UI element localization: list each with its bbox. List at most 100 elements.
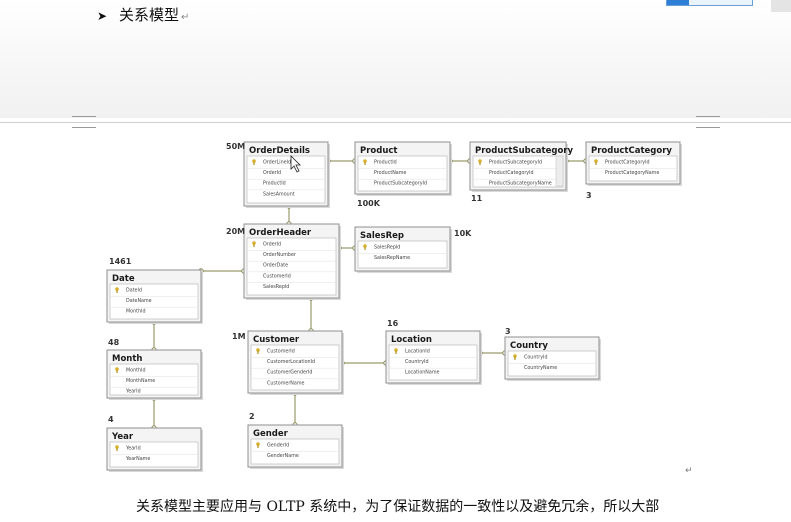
key-icon: [394, 348, 398, 352]
return-mark-icon: ↵: [685, 466, 693, 476]
key-icon: [256, 348, 260, 352]
row-count-label: 10K: [454, 229, 472, 238]
field-list: [357, 155, 448, 192]
row-count-label: 1M: [232, 332, 246, 341]
key-icon: [363, 159, 367, 163]
table-field: GenderName: [267, 453, 299, 459]
table-field: DateId: [126, 288, 142, 294]
row-count-label: 100K: [357, 199, 381, 208]
document-top-band: [0, 0, 791, 118]
toolbar-button-accent: [667, 0, 689, 5]
table-field: ProductName: [374, 170, 406, 176]
key-icon-stem: [253, 162, 255, 165]
table-field: CustomerName: [267, 380, 305, 386]
table-field: MonthName: [126, 378, 155, 384]
table-field: LocationId: [405, 349, 430, 355]
table-field: GenderId: [267, 443, 289, 449]
key-icon: [115, 367, 119, 371]
table-field: YearName: [125, 456, 150, 462]
key-icon: [115, 445, 119, 449]
table-field: MonthId: [126, 368, 146, 374]
key-icon-stem: [364, 247, 366, 250]
key-icon: [256, 442, 260, 446]
table-field: OrderNumber: [263, 252, 296, 258]
margin-marker-right: [696, 116, 720, 128]
key-icon-stem: [595, 162, 597, 165]
table-title: Location: [391, 335, 432, 345]
table-title: Country: [510, 341, 548, 351]
table-title: SalesRep: [360, 231, 404, 241]
window-corner: [771, 0, 791, 12]
table-title: Customer: [253, 335, 300, 345]
table-title: OrderHeader: [249, 228, 312, 238]
table-field: CountryId: [405, 359, 429, 365]
toolbar-button[interactable]: [666, 0, 753, 6]
table-field: SalesRepId: [263, 284, 289, 290]
row-count-label: 4: [108, 415, 114, 424]
table-title: ProductSubcategory: [475, 146, 573, 156]
margin-marker-left: [72, 116, 96, 128]
field-list: [357, 240, 448, 269]
key-icon-stem: [253, 244, 255, 247]
key-icon: [252, 241, 256, 245]
table-title: ProductCategory: [591, 146, 672, 156]
table-title: Year: [111, 432, 134, 442]
table-field: SalesRepId: [374, 245, 400, 251]
key-icon: [115, 287, 119, 291]
table-field: ProductSubcategoryId: [489, 160, 542, 166]
row-count-label: 20M: [226, 227, 245, 236]
key-icon-stem: [514, 357, 516, 360]
table-title: Product: [360, 146, 398, 156]
table-field: OrderId: [263, 242, 281, 248]
heading-text: 关系模型: [119, 6, 180, 24]
row-count-label: 3: [505, 327, 511, 336]
table-field: ProductCategoryId: [489, 170, 534, 176]
table-field: MonthId: [126, 309, 146, 315]
key-icon: [363, 244, 367, 248]
table-field: CustomerLocationId: [267, 359, 315, 365]
row-count-label: 3: [586, 191, 592, 200]
table-title: OrderDetails: [249, 146, 310, 156]
key-icon-stem: [479, 162, 481, 165]
table-field: CountryId: [524, 355, 548, 361]
key-icon: [513, 354, 517, 358]
table-field: CustomerGenderId: [267, 370, 312, 376]
table-title: Gender: [253, 429, 289, 439]
bullet-arrow-icon: ➤: [97, 9, 108, 23]
table-field: YearId: [125, 446, 141, 452]
table-field: OrderId: [263, 170, 281, 176]
key-icon-stem: [395, 351, 397, 354]
row-count-label: 50M: [226, 142, 245, 151]
key-icon: [252, 159, 256, 163]
field-list: [109, 363, 199, 396]
body-paragraph: 关系模型主要应用与 OLTP 系统中，为了保证数据的一致性以及避免冗余，所以大部: [136, 499, 660, 515]
page-boundary-line: [0, 122, 791, 123]
table-field: CountryName: [524, 365, 557, 371]
table-field: LocationName: [405, 370, 439, 376]
table-field: SalesRepName: [374, 255, 410, 261]
table-field: ProductSubcategoryId: [374, 181, 427, 187]
table-field: CustomerId: [263, 273, 291, 279]
section-heading: ➤ 关系模型↵: [97, 4, 189, 25]
key-icon-stem: [364, 162, 366, 165]
table-field: OrderDate: [263, 263, 288, 269]
table-title: Date: [112, 274, 135, 284]
field-list: [472, 155, 564, 188]
key-icon-stem: [257, 351, 259, 354]
scrollbar: [555, 155, 564, 187]
paragraph-mark-icon: ↵: [181, 12, 190, 23]
table-field: OrderLineId: [263, 160, 291, 166]
field-list: [388, 344, 478, 381]
table-field: DateName: [126, 298, 152, 304]
table-field: ProductId: [263, 181, 286, 187]
table-field: ProductSubcategoryName: [489, 181, 552, 187]
cursor-icon: [290, 155, 301, 173]
table-title: Month: [112, 354, 142, 364]
row-count-label: 2: [249, 412, 255, 421]
table-field: ProductId: [374, 160, 397, 166]
key-icon-stem: [116, 370, 118, 373]
field-list: [246, 237, 337, 296]
field-list: [250, 344, 340, 391]
table-field: ProductCategoryName: [605, 170, 659, 176]
